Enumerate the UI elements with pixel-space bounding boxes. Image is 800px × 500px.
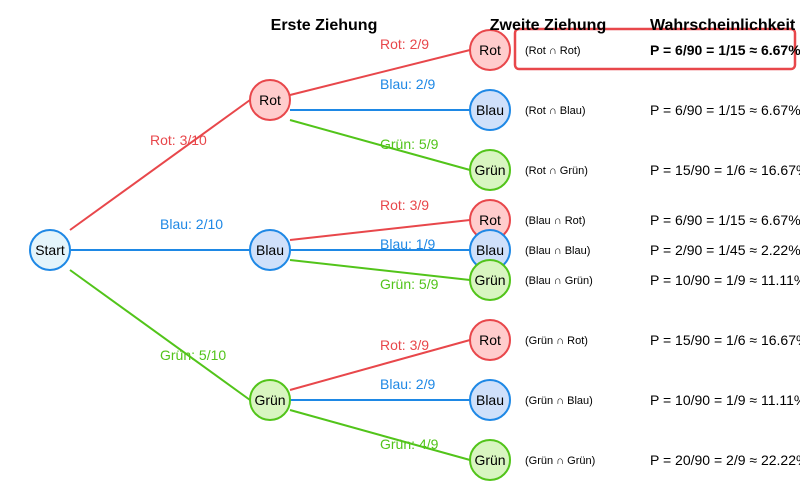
edge-label-start-rot: Rot: 3/10 bbox=[150, 132, 207, 148]
node-rot-label: Rot bbox=[259, 92, 281, 108]
node-blau: Blau bbox=[249, 229, 291, 271]
outcome-blau-blau-probability: P = 2/90 = 1/45 ≈ 2.22% bbox=[650, 242, 800, 258]
outcome-results: (Rot ∩ Rot) P = 6/90 = 1/15 ≈ 6.67% (Rot ∩… bbox=[513, 27, 800, 468]
outcome-rot-blau-event: (Rot ∩ Blau) bbox=[525, 105, 585, 117]
node-start: Start bbox=[29, 229, 71, 271]
node-gruen: Grün bbox=[249, 379, 291, 421]
outcome-gruen-blau-event: (Grün ∩ Blau) bbox=[525, 395, 593, 407]
edge-label-rot-gruen: Grün: 5/9 bbox=[380, 136, 439, 152]
edge-label-gruen-rot: Rot: 3/9 bbox=[380, 337, 429, 353]
node-rot-gruen: Grün bbox=[469, 149, 511, 191]
node-gruen-rot-circle bbox=[469, 319, 511, 361]
edge-start-rot bbox=[69, 99, 251, 231]
edge-label-start-gruen: Grün: 5/10 bbox=[160, 347, 226, 363]
highlight-box bbox=[513, 27, 797, 71]
node-rot-rot-circle bbox=[469, 29, 511, 71]
node-blau-rot: Rot bbox=[469, 199, 511, 241]
outcome-rot-gruen-probability: P = 15/90 = 1/6 ≈ 16.67% bbox=[650, 162, 800, 178]
column-headers: Erste Ziehung Zweite Ziehung Wahrscheinl… bbox=[271, 17, 796, 34]
tree-edges bbox=[69, 49, 471, 461]
edge-label-gruen-gruen: Grün: 4/9 bbox=[380, 436, 439, 452]
node-gruen-gruen-circle bbox=[469, 439, 511, 481]
edge-gruen-gruen bbox=[289, 409, 471, 461]
outcome-gruen-rot-event: (Grün ∩ Rot) bbox=[525, 335, 588, 347]
node-gruen-gruen: Grün bbox=[469, 439, 511, 481]
outcome-gruen-blau-probability: P = 10/90 = 1/9 ≈ 11.11% bbox=[650, 392, 800, 408]
outcome-blau-blau-event: (Blau ∩ Blau) bbox=[525, 245, 590, 257]
edge-label-gruen-blau: Blau: 2/9 bbox=[380, 376, 435, 392]
outcome-gruen-gruen-probability: P = 20/90 = 2/9 ≈ 22.22% bbox=[650, 452, 800, 468]
node-blau-gruen-circle bbox=[469, 259, 511, 301]
node-gruen-blau-circle bbox=[469, 379, 511, 421]
node-rot-blau: Blau bbox=[469, 89, 511, 131]
edge-rot-rot bbox=[289, 49, 471, 96]
node-rot-gruen-label: Grün bbox=[474, 162, 505, 178]
node-blau-gruen-label: Grün bbox=[474, 272, 505, 288]
node-gruen-rot-label: Rot bbox=[479, 332, 501, 348]
edge-label-start-blau: Blau: 2/10 bbox=[160, 216, 223, 232]
outcome-blau-gruen-event: (Blau ∩ Grün) bbox=[525, 275, 593, 287]
node-gruen-blau: Blau bbox=[469, 379, 511, 421]
node-rot-blau-label: Blau bbox=[476, 102, 504, 118]
node-rot-blau-circle bbox=[469, 89, 511, 131]
outcome-rot-rot-probability: P = 6/90 = 1/15 ≈ 6.67% bbox=[650, 42, 800, 58]
header-first-draw: Erste Ziehung bbox=[271, 17, 378, 34]
edge-label-blau-rot: Rot: 3/9 bbox=[380, 197, 429, 213]
node-gruen-circle bbox=[249, 379, 291, 421]
outcome-rot-blau-probability: P = 6/90 = 1/15 ≈ 6.67% bbox=[650, 102, 800, 118]
node-blau-label: Blau bbox=[256, 242, 284, 258]
tree-nodes: StartRotBlauGrünRotBlauGrünRotBlauGrünRo… bbox=[29, 29, 511, 481]
node-gruen-gruen-label: Grün bbox=[474, 452, 505, 468]
header-second-draw: Zweite Ziehung bbox=[490, 17, 606, 34]
node-blau-circle bbox=[249, 229, 291, 271]
node-rot-rot: Rot bbox=[469, 29, 511, 71]
node-blau-gruen: Grün bbox=[469, 259, 511, 301]
node-rot-rot-label: Rot bbox=[479, 42, 501, 58]
node-gruen-blau-label: Blau bbox=[476, 392, 504, 408]
node-blau-rot-label: Rot bbox=[479, 212, 501, 228]
edge-rot-gruen bbox=[289, 119, 471, 171]
header-probability: Wahrscheinlichkeit bbox=[650, 17, 796, 34]
outcome-gruen-gruen-event: (Grün ∩ Grün) bbox=[525, 455, 595, 467]
node-start-circle bbox=[29, 229, 71, 271]
node-gruen-rot: Rot bbox=[469, 319, 511, 361]
node-blau-blau-label: Blau bbox=[476, 242, 504, 258]
edge-label-blau-gruen: Grün: 5/9 bbox=[380, 276, 439, 292]
outcome-gruen-rot-probability: P = 15/90 = 1/6 ≈ 16.67% bbox=[650, 332, 800, 348]
edge-label-blau-blau: Blau: 1/9 bbox=[380, 236, 435, 252]
edge-label-rot-rot: Rot: 2/9 bbox=[380, 36, 429, 52]
node-rot: Rot bbox=[249, 79, 291, 121]
edge-gruen-rot bbox=[289, 339, 471, 391]
edge-blau-rot bbox=[289, 219, 471, 241]
node-start-label: Start bbox=[35, 242, 65, 258]
outcome-rot-rot-event: (Rot ∩ Rot) bbox=[525, 45, 581, 57]
node-rot-circle bbox=[249, 79, 291, 121]
node-gruen-label: Grün bbox=[254, 392, 285, 408]
edge-start-gruen bbox=[69, 269, 251, 401]
edge-label-rot-blau: Blau: 2/9 bbox=[380, 76, 435, 92]
edge-blau-gruen bbox=[289, 259, 471, 281]
node-rot-gruen-circle bbox=[469, 149, 511, 191]
outcome-blau-rot-probability: P = 6/90 = 1/15 ≈ 6.67% bbox=[650, 212, 800, 228]
outcome-blau-rot-event: (Blau ∩ Rot) bbox=[525, 215, 585, 227]
outcome-blau-gruen-probability: P = 10/90 = 1/9 ≈ 11.11% bbox=[650, 272, 800, 288]
outcome-rot-gruen-event: (Rot ∩ Grün) bbox=[525, 165, 588, 177]
